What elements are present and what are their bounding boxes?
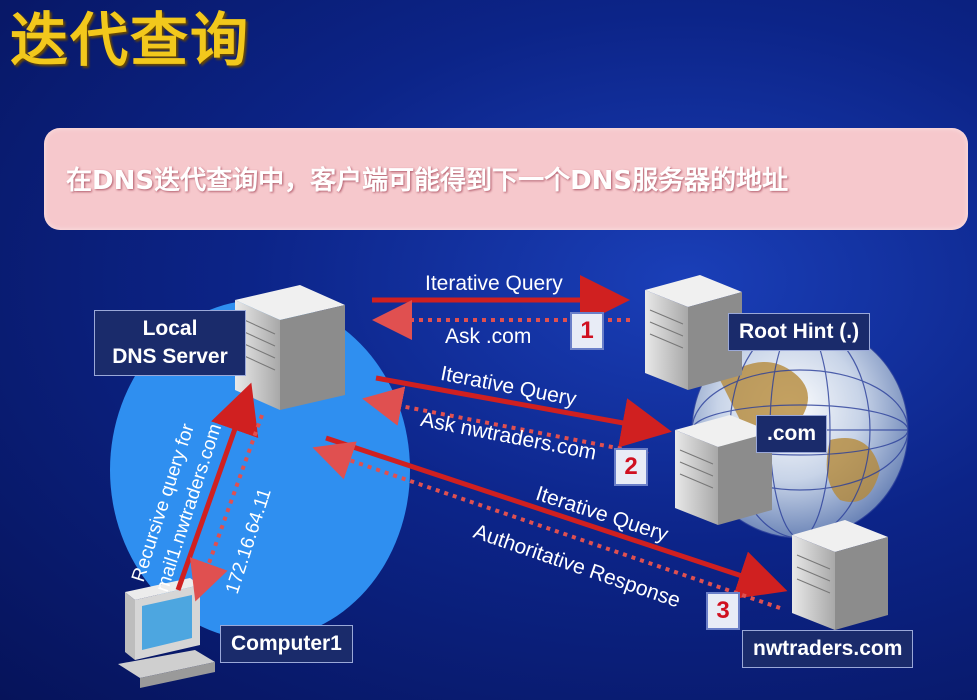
local-dns-server-icon: [235, 285, 345, 410]
info-banner: 在DNS迭代查询中，客户端可能得到下一个DNS服务器的地址: [44, 128, 968, 230]
text-iterative-query-1: Iterative Query: [425, 272, 563, 295]
text-ask-com: Ask .com: [445, 325, 532, 348]
arrow-iterative-query-2: [375, 375, 672, 448]
step-badge-1: 1: [570, 312, 604, 350]
arrow-iterative-query-3: [325, 435, 788, 600]
step-badge-3: 3: [706, 592, 740, 630]
com-server-icon: [675, 415, 772, 525]
label-com: .com: [756, 415, 828, 453]
arrow-authoritative-response: [312, 441, 781, 610]
nwtraders-server-icon: [792, 520, 888, 630]
label-local-line1: Local: [142, 317, 198, 340]
banner-text: 在DNS迭代查询中，客户端可能得到下一个DNS服务器的地址: [66, 166, 789, 196]
page-title: 迭代查询: [10, 6, 251, 74]
label-computer1: Computer1: [220, 625, 353, 663]
step-badge-2: 2: [614, 448, 648, 486]
label-nwtraders: nwtraders.com: [742, 630, 914, 668]
label-local-line2: DNS Server: [112, 345, 228, 368]
label-local-dns-server: Local DNS Server: [94, 310, 246, 376]
arrow-recursive-query: [175, 382, 259, 591]
label-root-hint: Root Hint (.): [728, 313, 871, 351]
computer-icon: [118, 578, 215, 688]
arrow-ask-nwtraders: [362, 386, 649, 456]
